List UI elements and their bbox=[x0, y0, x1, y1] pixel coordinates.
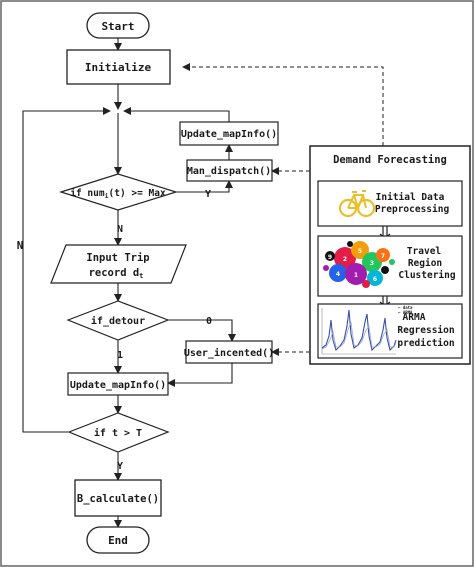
arma-line2: Regression bbox=[397, 325, 454, 336]
arma-series-chart: — data — ARMA bbox=[321, 305, 413, 355]
decision-num-label: if numi(t) >= Max bbox=[70, 188, 166, 200]
arma-line1: ARMA bbox=[403, 312, 426, 323]
arma-box: — data — ARMA ARMA Regression prediction bbox=[317, 303, 463, 359]
input-trip-line2: record dt bbox=[89, 267, 144, 280]
update-mapinfo-top-label: Update_mapInfo() bbox=[181, 129, 277, 140]
man-dispatch-box: Man_dispatch() bbox=[186, 159, 273, 182]
dashed-connectors bbox=[182, 63, 384, 356]
b-calculate-label: B_calculate() bbox=[77, 493, 159, 505]
start-terminal: Start bbox=[86, 12, 150, 39]
start-label: Start bbox=[101, 20, 134, 33]
clustering-box: 2 5 3 4 1 6 7 9 Travel Region Clustering bbox=[317, 235, 463, 297]
update-mapinfo-top-box: Update_mapInfo() bbox=[179, 121, 279, 146]
cluster-number-label: 7 bbox=[381, 253, 385, 260]
demand-forecasting-panel: Demand Forecasting Initial Data Preproce… bbox=[309, 145, 471, 365]
main-flow-lines bbox=[22, 38, 236, 528]
bicycle-icon bbox=[338, 190, 376, 218]
arma-legend-2: — ARMA bbox=[398, 310, 413, 315]
if-detour-diamond: if_detour bbox=[66, 300, 170, 341]
arma-line3: prediction bbox=[397, 338, 454, 349]
detour-one-label: 1 bbox=[117, 350, 123, 361]
cluster-number-label: 2 bbox=[343, 256, 347, 263]
initialize-box: Initialize bbox=[66, 49, 171, 85]
if-detour-label: if_detour bbox=[91, 315, 145, 327]
cluster-map-image bbox=[323, 241, 395, 288]
man-dispatch-label: Man_dispatch() bbox=[187, 165, 271, 177]
decision-num-no: N bbox=[117, 224, 123, 235]
cluster-number-label: 6 bbox=[373, 276, 377, 283]
clustering-line2: Region bbox=[408, 258, 442, 269]
cluster-number-label: 4 bbox=[336, 271, 340, 278]
cluster-number-label: 9 bbox=[328, 254, 332, 261]
decision-num-diamond: if numi(t) >= Max bbox=[59, 173, 179, 211]
update-mapinfo-bottom-box: Update_mapInfo() bbox=[67, 372, 169, 396]
clustering-line1: Travel bbox=[407, 246, 442, 257]
arma-legend-1: — data bbox=[398, 305, 413, 310]
loop-n-label: N bbox=[17, 239, 24, 252]
detour-zero-label: 0 bbox=[206, 316, 212, 327]
forecast-title: Demand Forecasting bbox=[333, 154, 447, 166]
cluster-number-label: 1 bbox=[354, 272, 358, 279]
if-t-yes-label: Y bbox=[117, 461, 123, 472]
b-calculate-box: B_calculate() bbox=[74, 479, 162, 517]
cluster-number-label: 5 bbox=[358, 248, 362, 255]
preprocessing-line2: Preprocessing bbox=[375, 204, 450, 215]
end-terminal: End bbox=[86, 526, 150, 554]
update-mapinfo-bottom-label: Update_mapInfo() bbox=[70, 380, 166, 391]
if-t-label: if t > T bbox=[94, 427, 142, 439]
preprocessing-line1: Initial Data bbox=[376, 192, 445, 203]
user-incented-box: User_incented() bbox=[184, 340, 274, 364]
input-trip-line1: Input Trip bbox=[86, 252, 149, 264]
user-incented-label: User_incented() bbox=[184, 347, 274, 359]
if-t-diamond: if t > T bbox=[67, 412, 170, 453]
initialize-label: Initialize bbox=[85, 61, 152, 74]
input-trip-parallelogram: Input Trip record dt bbox=[50, 244, 187, 284]
preprocessing-box: Initial Data Preprocessing bbox=[317, 180, 463, 227]
end-label: End bbox=[108, 534, 128, 547]
cluster-number-labels: 2 5 3 4 1 6 7 9 bbox=[328, 248, 385, 283]
decision-num-yes: Y bbox=[205, 189, 211, 200]
cluster-number-label: 3 bbox=[370, 260, 374, 267]
clustering-line3: Clustering bbox=[398, 270, 455, 281]
